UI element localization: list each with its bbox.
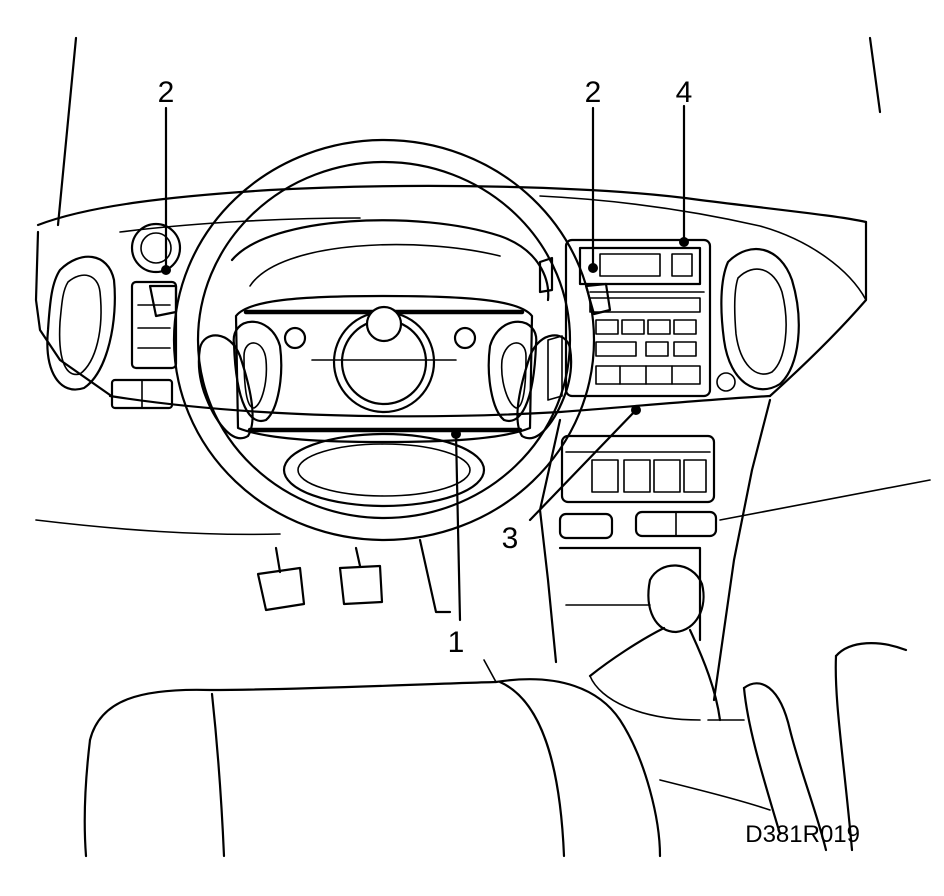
left-switch-panel [110,222,182,410]
callout-dot-3 [631,405,641,415]
callout-dot-2-left [161,265,171,275]
left-air-vent [46,255,116,391]
dashboard-outline [34,184,931,536]
passenger-seat [659,642,908,852]
radio-unit [564,238,712,398]
right-air-vent [716,247,800,392]
turn-signal-stalk [148,284,178,318]
steering-wheel [172,138,596,542]
callout-dot-4 [679,237,689,247]
gear-shifter [588,564,722,722]
windshield-frame [56,36,882,227]
center-console [538,398,772,702]
callout-dot-1 [451,429,461,439]
callout-label-2-right: 2 [585,76,602,109]
instrument-cluster [230,219,550,302]
callout-label-3: 3 [502,522,519,555]
callout-dot-2-right [588,263,598,273]
callout-label-2-left: 2 [158,76,175,109]
callout-label-4: 4 [676,76,693,109]
wiper-stalk [538,256,612,401]
driver-seat [83,659,662,858]
figure-code: D381R019 [745,821,860,848]
leader-lines [161,104,689,622]
callout-label-1: 1 [448,626,465,659]
pedals [256,538,452,614]
